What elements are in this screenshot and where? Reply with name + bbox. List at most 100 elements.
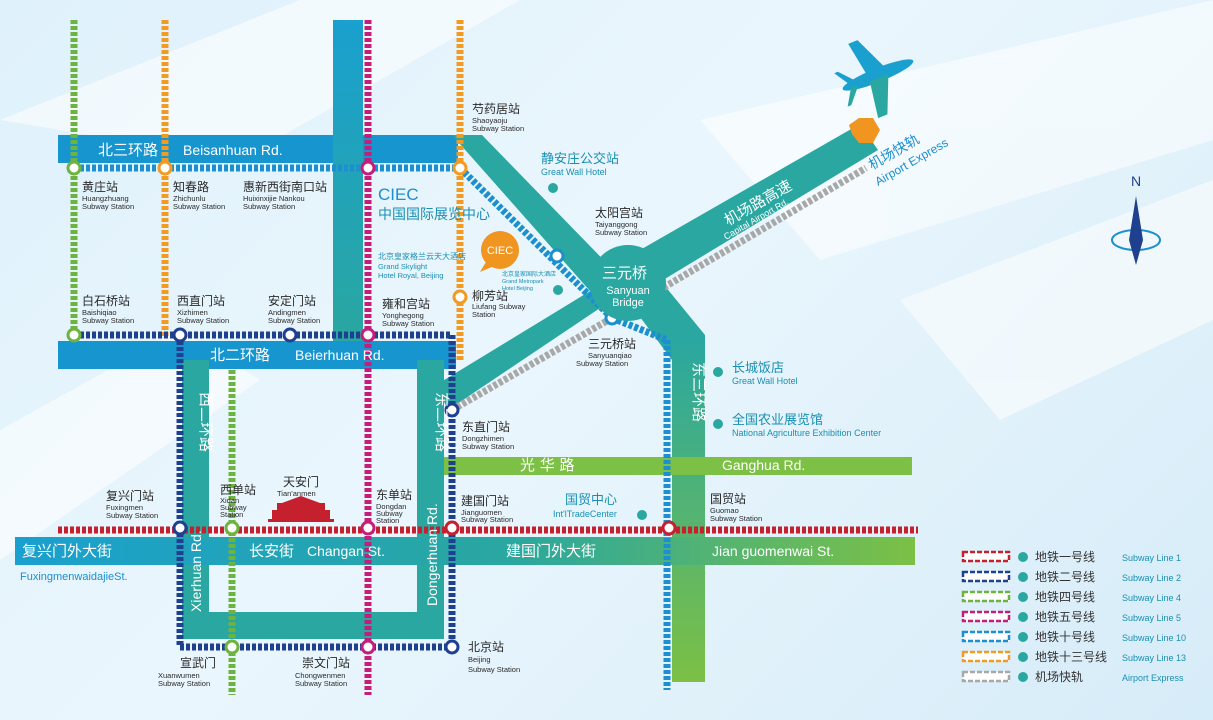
legend-swatch	[961, 650, 1011, 663]
svg-text:Sanyuan: Sanyuan	[606, 285, 649, 297]
station-baishiqiao-marker	[66, 327, 82, 343]
legend-label-cn: 地铁十号线	[1035, 630, 1095, 644]
svg-text:Subway Station: Subway Station	[595, 228, 647, 237]
svg-text:Subway Station: Subway Station	[177, 316, 229, 325]
svg-text:Bridge: Bridge	[612, 297, 644, 309]
road-guanghua	[444, 457, 912, 475]
svg-text:Subway Station: Subway Station	[468, 665, 520, 674]
legend-label-en: Subway Line 1	[1122, 553, 1181, 563]
station-taiyanggong-marker	[549, 248, 565, 264]
road-dongerhuan	[417, 360, 444, 630]
svg-text:Subway Station: Subway Station	[173, 202, 225, 211]
svg-text:Station: Station	[376, 516, 399, 525]
station-shaoyaoju-marker	[452, 160, 468, 176]
roads	[15, 20, 915, 682]
svg-text:Subway Station: Subway Station	[472, 124, 524, 133]
legend-label-en: Subway Line 2	[1122, 573, 1181, 583]
svg-text:Dongzhimen: Dongzhimen	[462, 434, 504, 443]
airplane-icon	[834, 40, 914, 119]
svg-text:Guomao: Guomao	[710, 506, 739, 515]
legend-label-en: Subway Line 13	[1122, 653, 1186, 663]
svg-text:Beijing: Beijing	[468, 655, 491, 664]
legend-arrow-icon	[1018, 612, 1028, 622]
svg-text:柳芳站: 柳芳站	[472, 289, 508, 303]
label-changan-en: Changan St.	[307, 543, 385, 559]
svg-text:Huangzhuang: Huangzhuang	[82, 194, 129, 203]
svg-text:Andingmen: Andingmen	[268, 308, 306, 317]
ciec-cn: 中国国际展览中心	[378, 207, 490, 223]
station-beijing-marker	[444, 639, 460, 655]
legend-label-cn: 机场快轨	[1035, 670, 1083, 684]
legend-label-cn: 地铁十三号线	[1035, 650, 1107, 664]
svg-text:CIEC: CIEC	[487, 245, 513, 257]
legend-label-en: Subway Line 4	[1122, 593, 1181, 603]
legend-swatch	[961, 610, 1011, 623]
station-xuanwumen-marker	[224, 639, 240, 655]
road-beisanhuan	[58, 135, 458, 163]
station-xizhimen-marker	[172, 327, 188, 343]
svg-text:Fuxingmen: Fuxingmen	[106, 503, 143, 512]
station-huangzhuang-marker	[66, 160, 82, 176]
legend-label-cn: 地铁四号线	[1035, 590, 1095, 604]
road-diagonal-sw	[436, 285, 612, 410]
road-central-vertical	[333, 20, 363, 345]
station-xidan-marker	[224, 520, 240, 536]
legend-arrow-icon	[1018, 572, 1028, 582]
svg-text:Liufang Subway: Liufang Subway	[472, 302, 526, 311]
svg-text:Chongwenmen: Chongwenmen	[295, 671, 345, 680]
label-dongerhuan-cn: 东二环路	[433, 392, 451, 452]
svg-text:Xidan: Xidan	[220, 496, 239, 505]
svg-text:Subway Station: Subway Station	[243, 202, 295, 211]
airport-express-1	[450, 314, 614, 414]
svg-text:全国农业展览馆: 全国农业展览馆	[732, 412, 823, 428]
svg-text:N: N	[1131, 173, 1141, 189]
svg-text:Subway: Subway	[220, 503, 247, 512]
svg-text:黄庄站: 黄庄站	[82, 179, 118, 194]
svg-text:天安门: 天安门	[283, 474, 319, 489]
svg-text:Hotel Royal, Beijing: Hotel Royal, Beijing	[378, 271, 443, 280]
station-liufang-marker	[452, 289, 468, 305]
svg-text:Sanyuanqiao: Sanyuanqiao	[588, 351, 632, 360]
station-markers	[66, 160, 677, 655]
svg-text:东单站: 东单站	[376, 488, 412, 502]
station-labels: 芍药居站 Shaoyaoju Subway Station 黄庄站 Huangz…	[82, 102, 762, 688]
airport-hexagon	[849, 118, 880, 143]
label-dongsanhuan-cn: 东三环路	[690, 362, 708, 422]
legend-arrow-icon	[1018, 652, 1028, 662]
poi-dots	[548, 183, 723, 520]
tiananmen-gate-icon	[268, 496, 334, 522]
svg-text:Subway Station: Subway Station	[158, 679, 210, 688]
svg-text:Subway Station: Subway Station	[576, 359, 628, 368]
line10-diag	[457, 165, 615, 321]
svg-text:北京站: 北京站	[468, 640, 504, 654]
svg-text:北京皇家国际大酒店: 北京皇家国际大酒店	[502, 270, 556, 278]
svg-text:Zhichunlu: Zhichunlu	[173, 194, 206, 203]
svg-text:Subway: Subway	[376, 509, 403, 518]
road-diagonal-ne	[452, 135, 625, 300]
sanyuan-bridge-node	[590, 245, 666, 321]
station-andingmen-marker	[282, 327, 298, 343]
svg-text:安定门站: 安定门站	[268, 293, 316, 308]
svg-text:Subway Station: Subway Station	[106, 511, 158, 520]
svg-text:Subway Station: Subway Station	[461, 515, 513, 524]
svg-text:三元桥站: 三元桥站	[588, 337, 636, 351]
svg-text:东直门站: 东直门站	[462, 419, 510, 434]
label-changan-cn: 长安街	[249, 542, 294, 560]
label-beierhuan-cn: 北二环路	[210, 346, 270, 364]
label-beisanhuan-cn: 北三环路	[98, 141, 158, 159]
svg-text:Subway Station: Subway Station	[382, 319, 434, 328]
compass-icon: N	[1111, 173, 1161, 265]
svg-text:Subway Station: Subway Station	[710, 514, 762, 523]
station-yonghegong-marker	[360, 327, 376, 343]
subway-lines	[58, 20, 918, 695]
label-beisanhuan-en: Beisanhuan Rd.	[183, 142, 283, 158]
svg-text:白石桥站: 白石桥站	[82, 293, 130, 308]
svg-text:Grand Metropark: Grand Metropark	[502, 279, 544, 285]
label-xierhuan-en: Xierhuan Rd.	[188, 530, 204, 612]
svg-text:Station: Station	[472, 310, 495, 319]
road-beierhuan	[58, 341, 456, 369]
label-fuxingmen-cn: 复兴门外大街	[22, 542, 112, 560]
legend-arrow-icon	[1018, 552, 1028, 562]
